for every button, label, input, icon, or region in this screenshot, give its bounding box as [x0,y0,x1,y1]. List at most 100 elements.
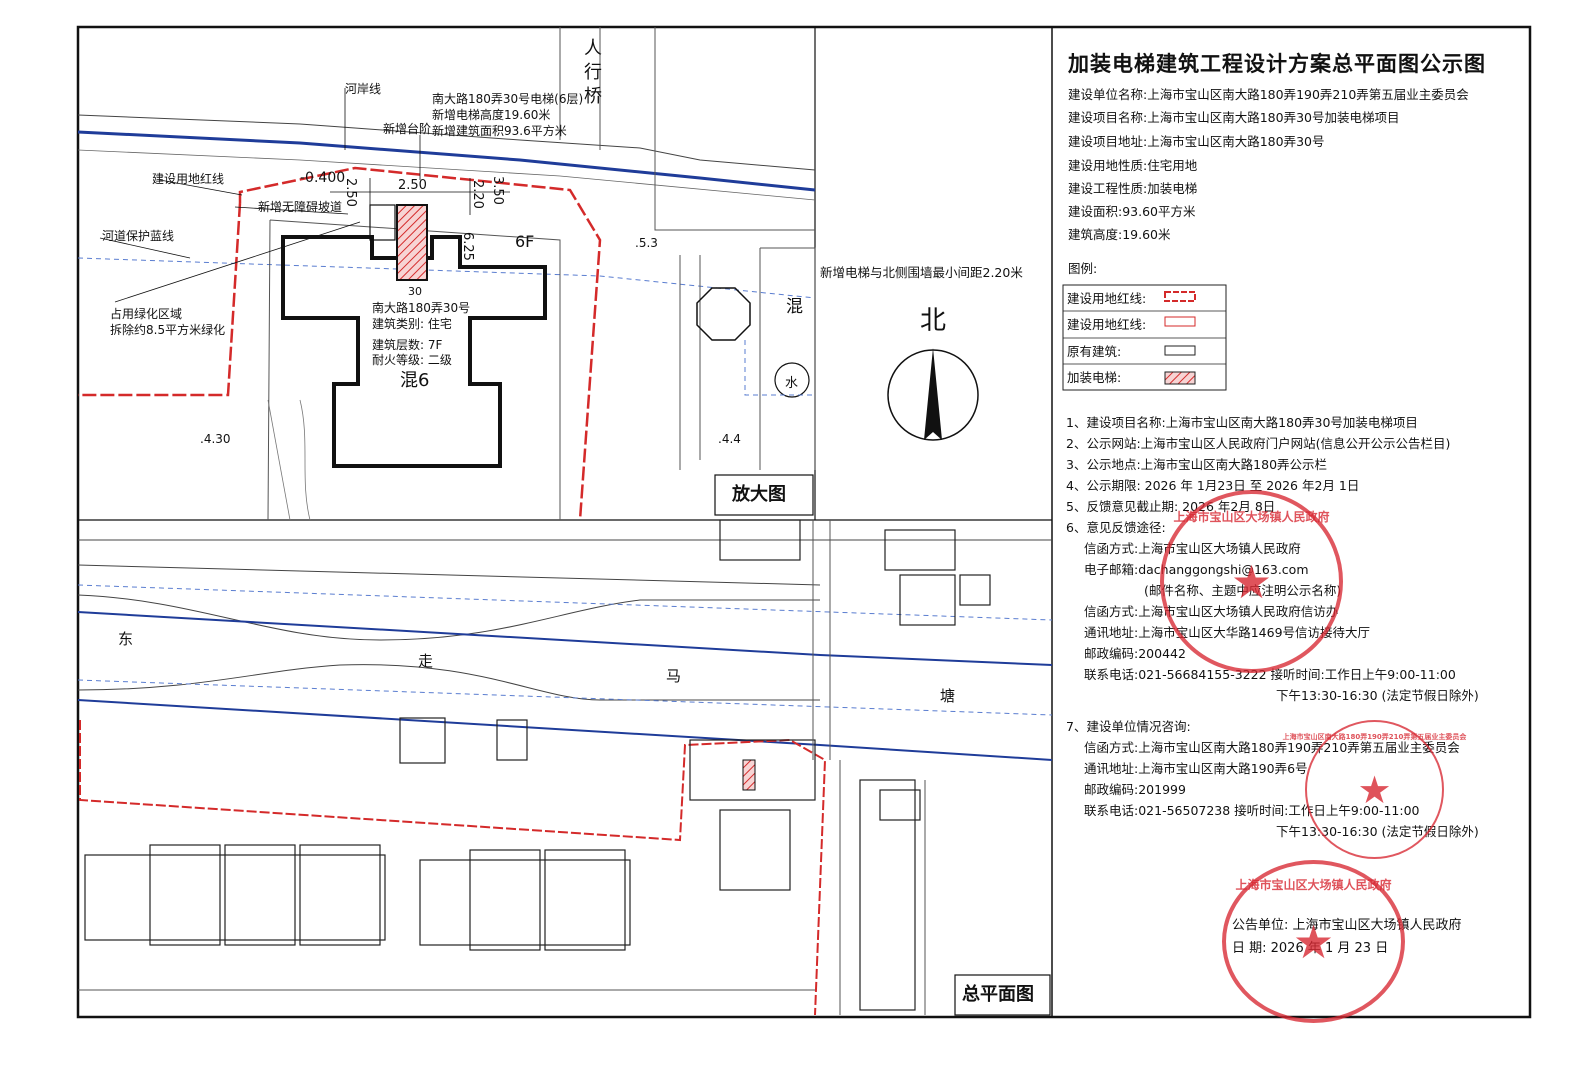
leader-ramp [234,206,349,215]
info-address: 建设项目地址:上海市宝山区南大路180弄30号 [1068,134,1325,149]
river-bank-line [77,114,816,171]
label-new-steps: 新增台阶 [383,122,432,136]
seal-text: 上海市宝山区南大路180弄190弄210弄第五届业主委员会 [1282,733,1467,741]
dashed-site-2 [77,679,1053,716]
note-line: 6、意见反馈途径: [1066,520,1166,535]
river-char-4: 塘 [940,687,956,705]
leader-red [159,179,243,196]
seal-text: 上海市宝山区大场镇人民政府 [1235,878,1392,892]
octagon-symbol [696,287,751,341]
river-char-3: 马 [666,667,682,685]
legend-label: 建设用地红线: [1067,290,1147,306]
land-red-line [78,166,602,521]
legend-swatch-redline-dashed [1164,291,1196,302]
river-blue-line [77,130,816,192]
legend-row-redline: 建设用地红线: [1063,311,1226,335]
label-water: 水 [785,376,799,391]
note-line: 邮政编码:200442 [1084,646,1186,661]
new-steps [369,204,396,241]
site-red-line [79,720,827,1016]
dim-625: 6.25 [460,232,475,261]
dashed-line [77,257,816,299]
page-title: 加装电梯建筑工程设计方案总平面图公示图 [1068,52,1486,76]
north-arrow [924,348,942,440]
building-outline [281,235,547,468]
legend-label: 建设用地红线: [1067,316,1147,332]
label-building-struct: 混6 [400,370,430,391]
label-river-bank: 河岸线 [345,82,382,96]
label-green-2: 拆除约8.5平方米绿化 [110,323,226,337]
note-line: 下午13:30-16:30 (法定节假日除外) [1276,688,1479,703]
note-line: 2、公示网站:上海市宝山区人民政府门户网站(信息公开公示公告栏目) [1066,436,1451,451]
residential-blocks [84,519,991,1011]
label-6f: 6F [515,232,535,251]
label-elevator-title: 南大路180弄30号电梯(6层) [432,92,584,106]
distance-note: 新增电梯与北侧围墙最小间距2.20米 [820,265,1023,280]
label-building-no: 30 [408,285,422,298]
star-icon: ★ [1357,767,1392,812]
label-building-floors: 建筑层数: 7F [372,338,443,352]
label-bridge: 人行桥 [581,38,602,110]
committee-seal: 上海市宝山区南大路180弄190弄210弄第五届业主委员会 ★ [1283,720,1466,859]
info-nature: 建设工程性质:加装电梯 [1068,181,1198,196]
elevation-53: .5.3 [635,236,658,250]
legend-swatch-elevator [1164,371,1196,385]
elevation-430: .4.30 [200,432,231,446]
label-green: 占用绿化区域 [110,307,183,321]
river-bank-line-2 [77,149,816,201]
legend-box [1062,284,1227,391]
dim-350: 3.50 [490,176,505,205]
legend-swatch-building [1164,345,1196,356]
label-building-name: 南大路180弄30号 [372,301,471,315]
dashed-boundary [744,340,815,396]
note-line: 3、公示地点:上海市宝山区南大路180弄公示栏 [1066,457,1328,472]
official-seal-bottom: 上海市宝山区大场镇人民政府 ★ [1222,860,1405,1023]
label-elevator-height: 新增电梯高度19.60米 [432,108,551,122]
info-area: 建设面积:93.60平方米 [1068,204,1196,219]
star-icon: ★ [1292,914,1335,969]
label-blue-line: 河道保护蓝线 [102,229,175,243]
river-blue-line-site-2 [77,699,1053,761]
site-plan [77,519,1053,1016]
label-ramp: 新增无障碍坡道 [258,200,343,214]
note-line: 通讯地址:上海市宝山区南大路190弄6号 [1084,761,1308,776]
label-red-line: 建设用地红线 [152,172,225,186]
label-mix: 混 [786,297,803,317]
legend-label: 加装电梯: [1067,369,1122,385]
seal-text: 上海市宝山区大场镇人民政府 [1173,510,1330,524]
official-seal-top: 上海市宝山区大场镇人民政府 ★ [1160,490,1343,673]
dim-250b: 2.50 [398,178,427,193]
river-blue-line-site [77,611,1053,666]
leader-green [114,221,361,303]
label-building-fire: 耐火等级: 二级 [372,353,452,367]
dim-220: 2.20 [470,180,485,209]
legend-row-redline-dashed: 建设用地红线: [1063,285,1226,309]
building-thin-outline [267,219,561,521]
north-label: 北 [920,306,947,336]
label-elevator-area: 新增建筑面积93.6平方米 [432,124,567,138]
siteplan-label-box [954,974,1051,1016]
new-elevator-hatch [396,204,428,281]
note-line: 联系电话:021-56684155-3222 接听时间:工作日上午9:00-11… [1084,667,1456,682]
river-char-1: 东 [118,630,134,648]
info-height: 建筑高度:19.60米 [1068,227,1171,242]
info-unit: 建设单位名称:上海市宝山区南大路180弄190弄210弄第五届业主委员会 [1068,87,1469,102]
legend-row-building: 原有建筑: [1063,338,1226,362]
dim-250a: 2.50 [343,178,358,207]
legend-row-elevator: 加装电梯: [1063,364,1226,388]
note-line: 1、建设项目名称:上海市宝山区南大路180弄30号加装电梯项目 [1066,415,1418,430]
note-line: 7、建设单位情况咨询: [1066,719,1191,734]
siteplan-label: 总平面图 [962,984,1034,1005]
road-curve [267,399,311,521]
dashed-site-1 [77,584,1053,621]
river-char-2: 走 [418,652,434,670]
leader-blue [99,237,191,259]
river-edge-2 [77,564,821,586]
note-line: 邮政编码:201999 [1084,782,1186,797]
enlarged-label-box [714,474,814,516]
river-curve-1 [77,594,820,641]
info-project: 建设项目名称:上海市宝山区南大路180弄30号加装电梯项目 [1068,110,1400,125]
river-curve-2 [77,664,820,701]
enlarged-view-label: 放大图 [732,484,786,505]
